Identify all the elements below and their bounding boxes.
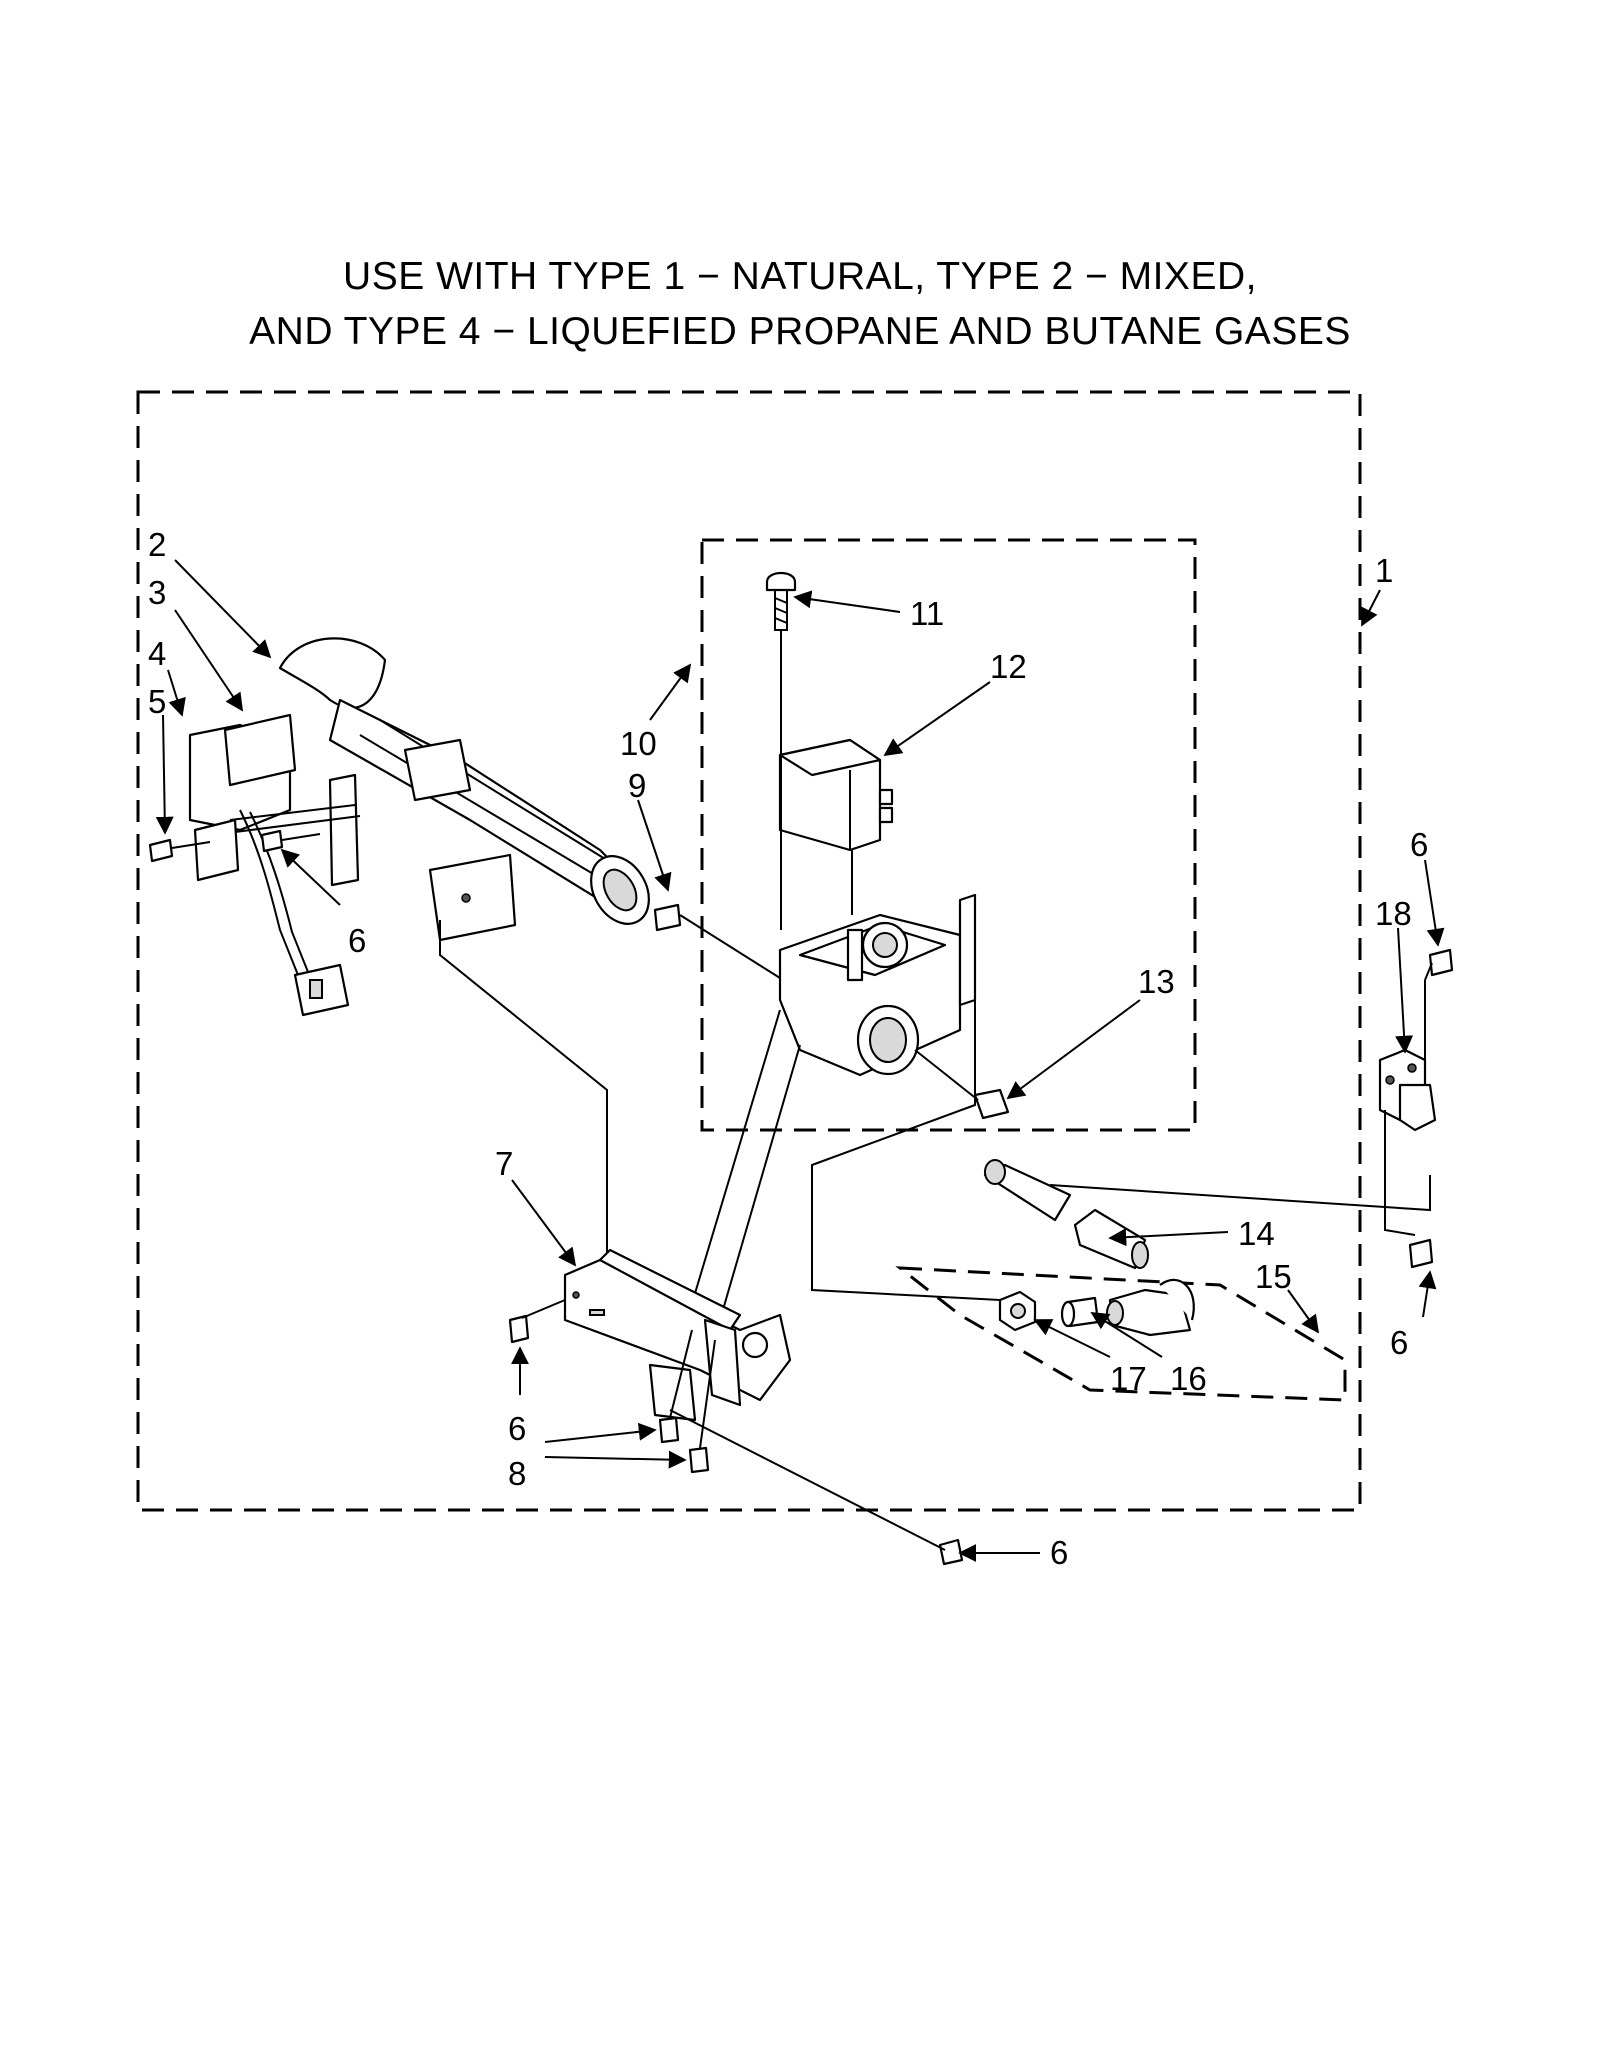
callout-6-right-top: 6	[1410, 826, 1428, 863]
burner-tube	[278, 637, 650, 942]
callout-11: 11	[910, 595, 944, 632]
callout-4: 4	[148, 635, 166, 672]
igniter-bracket	[188, 713, 361, 1017]
callout-14: 14	[1238, 1215, 1275, 1252]
screw-8-a	[658, 1329, 693, 1444]
screw-6-right-bottom	[1408, 1238, 1434, 1269]
callout-6-left: 6	[348, 922, 366, 959]
burner-to-bracket-line	[439, 920, 608, 1260]
conversion-kit-boundary	[895, 1266, 1347, 1402]
callout-17: 17	[1110, 1360, 1147, 1397]
kit-leader-line	[1049, 1175, 1431, 1212]
orifice-9	[653, 903, 781, 979]
screw-6-bottom	[669, 1409, 964, 1566]
callout-16: 16	[1170, 1360, 1207, 1397]
screw-6-left	[260, 829, 321, 853]
nut-17	[998, 1290, 1037, 1332]
callout-10: 10	[620, 725, 657, 762]
callout-3: 3	[148, 574, 166, 611]
callout-6-bottom: 6	[1050, 1534, 1068, 1571]
callout-13: 13	[1138, 963, 1175, 1000]
callout-18: 18	[1375, 895, 1412, 932]
callout-7: 7	[495, 1145, 513, 1182]
screw-5	[148, 838, 211, 863]
mounting-bracket	[563, 1248, 792, 1422]
valve-support-line-1	[689, 1009, 781, 1311]
fitting-13	[914, 1049, 1010, 1120]
screw-8-b	[688, 1339, 716, 1474]
fitting-16a	[1060, 1296, 1100, 1328]
solenoid-coil	[778, 738, 894, 915]
valve-support-line-2	[719, 1044, 801, 1321]
callout-6-right-bottom: 6	[1390, 1324, 1408, 1361]
fitting-16b	[1106, 1278, 1195, 1337]
callout-5: 5	[148, 683, 166, 720]
bracket-18	[1378, 980, 1437, 1236]
screw-11	[765, 571, 797, 930]
valve-to-kit-line	[811, 1100, 1001, 1301]
callout-15: 15	[1255, 1258, 1292, 1295]
callout-2: 2	[148, 526, 166, 563]
callout-8: 8	[508, 1455, 526, 1492]
callout-12: 12	[990, 648, 1027, 685]
valve-assembly-boundary	[700, 538, 1197, 1132]
diagram-title-line-1: USE WITH TYPE 1 − NATURAL, TYPE 2 − MIXE…	[343, 255, 1257, 298]
assembly-boundary	[136, 390, 1362, 1512]
callout-6-bottom-left: 6	[508, 1410, 526, 1447]
callout-1: 1	[1375, 552, 1393, 589]
callout-9: 9	[628, 767, 646, 804]
screw-6-bracket	[508, 1299, 566, 1344]
leader-arrows	[155, 559, 1445, 1562]
screw-6-right-top	[1424, 948, 1454, 981]
diagram-title-line-2: AND TYPE 4 − LIQUEFIED PROPANE AND BUTAN…	[249, 310, 1351, 353]
gas-valve	[778, 893, 977, 1100]
tube-14	[983, 1159, 1149, 1270]
